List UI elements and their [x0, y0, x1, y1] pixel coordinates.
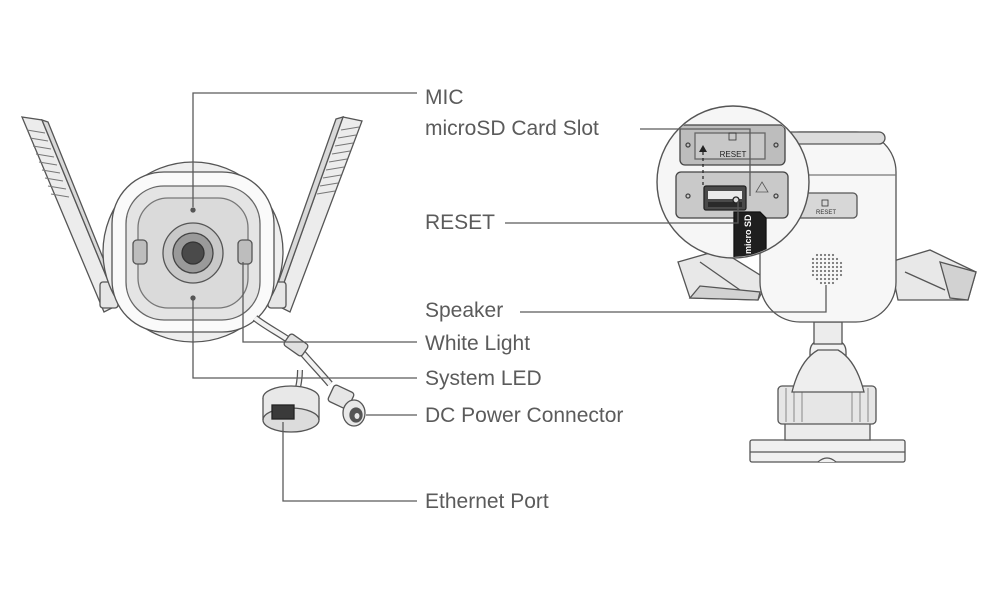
speaker-hole	[823, 265, 827, 269]
label-speaker: Speaker	[425, 299, 504, 322]
speaker-hole	[819, 257, 823, 261]
speaker-hole	[815, 273, 819, 277]
speaker-hole	[819, 281, 823, 285]
label-white-light: White Light	[425, 332, 531, 355]
label-mic: MIC	[425, 86, 464, 109]
dc-connector	[327, 384, 366, 427]
speaker-hole	[819, 265, 823, 269]
left-antenna	[20, 116, 121, 313]
speaker-hole	[839, 261, 843, 265]
speaker-grille	[811, 253, 843, 285]
speaker-hole	[831, 281, 835, 285]
mic-line	[192, 92, 417, 207]
white-light-line	[242, 262, 417, 343]
speaker-hole	[823, 269, 827, 273]
speaker-hole	[819, 277, 823, 281]
speaker-hole	[815, 261, 819, 265]
speaker-hole	[827, 261, 831, 265]
inset-reset-text: RESET	[720, 150, 747, 159]
speaker-hole	[811, 257, 815, 261]
speaker-hole	[827, 269, 831, 273]
speaker-hole	[823, 281, 827, 285]
sd-card: micro SD	[733, 211, 767, 257]
speaker-hole	[815, 257, 819, 261]
speaker-hole	[831, 253, 835, 257]
speaker-hole	[811, 269, 815, 273]
speaker-hole	[823, 273, 827, 277]
mic-hole	[190, 207, 196, 213]
mount-neck	[813, 321, 843, 345]
speaker-hole	[827, 273, 831, 277]
magnified-inset: RESET micro SD	[656, 105, 810, 259]
sd-card-text: micro SD	[743, 214, 753, 254]
speaker-hole	[815, 253, 819, 257]
speaker-hole	[819, 253, 823, 257]
microsd-line	[640, 128, 751, 196]
speaker-hole	[811, 273, 815, 277]
side-reset-text: RESET	[816, 210, 836, 216]
label-reset: RESET	[425, 211, 496, 234]
reset-line	[505, 201, 739, 224]
speaker-hole	[831, 277, 835, 281]
speaker-hole	[831, 257, 835, 261]
mount-collar	[784, 421, 871, 441]
speaker-hole	[811, 261, 815, 265]
speaker-hole	[839, 265, 843, 269]
callout-lines	[192, 92, 827, 502]
label-ethernet: Ethernet Port	[425, 490, 549, 513]
cable-ring	[283, 333, 309, 357]
ethernet-connector	[262, 385, 320, 433]
speaker-hole	[831, 265, 835, 269]
speaker-hole	[823, 257, 827, 261]
speaker-hole	[819, 269, 823, 273]
speaker-hole	[823, 261, 827, 265]
speaker-hole	[823, 253, 827, 257]
speaker-hole	[827, 253, 831, 257]
white-light-right	[237, 239, 253, 265]
speaker-hole	[819, 261, 823, 265]
camera-lens-inner	[181, 241, 205, 265]
speaker-hole	[827, 281, 831, 285]
label-dc-power: DC Power Connector	[425, 404, 624, 427]
speaker-hole	[815, 277, 819, 281]
system-led	[190, 295, 196, 301]
speaker-hole	[831, 261, 835, 265]
speaker-hole	[835, 273, 839, 277]
speaker-hole	[811, 265, 815, 269]
side-camera: RESET RESET	[656, 105, 977, 463]
ethernet-line	[282, 422, 417, 502]
label-microsd-slot: microSD Card Slot	[425, 117, 599, 140]
speaker-hole	[839, 269, 843, 273]
speaker-hole	[835, 265, 839, 269]
speaker-hole	[827, 265, 831, 269]
speaker-hole	[815, 265, 819, 269]
speaker-hole	[815, 269, 819, 273]
speaker-hole	[831, 269, 835, 273]
system-led-line	[192, 300, 417, 379]
speaker-hole	[835, 269, 839, 273]
white-light-left	[132, 239, 148, 265]
speaker-hole	[835, 277, 839, 281]
front-camera	[20, 116, 366, 433]
speaker-hole	[831, 273, 835, 277]
speaker-hole	[823, 277, 827, 281]
speaker-hole	[819, 273, 823, 277]
side-right-antenna	[889, 249, 977, 301]
speaker-line	[520, 285, 827, 313]
speaker-hole	[827, 277, 831, 281]
mount-nut	[777, 385, 877, 425]
speaker-hole	[835, 261, 839, 265]
speaker-hole	[839, 273, 843, 277]
speaker-hole	[835, 257, 839, 261]
speaker-hole	[827, 257, 831, 261]
label-system-led: System LED	[425, 367, 542, 390]
